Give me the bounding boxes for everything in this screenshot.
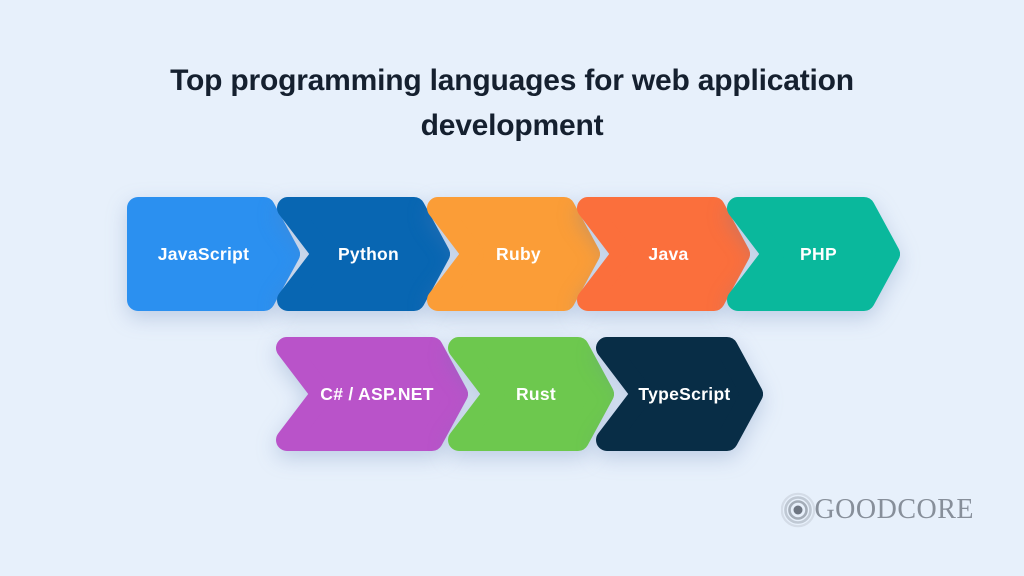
arrow-label: Ruby (496, 244, 541, 264)
arrow-label: Java (648, 244, 688, 264)
arrow-typescript: TypeScript (596, 337, 763, 451)
arrow-java: Java (577, 197, 750, 311)
arrow-csharp-aspnet: C# / ASP.NET (276, 337, 468, 451)
arrow-rust: Rust (448, 337, 614, 451)
goodcore-logo-text: GOODCORE (814, 494, 974, 525)
arrow-javascript: JavaScript (127, 197, 300, 311)
arrow-label: TypeScript (638, 384, 730, 404)
arrow-label: PHP (800, 244, 837, 264)
arrow-shape (596, 337, 763, 451)
page-title-line2: development (420, 109, 604, 142)
arrow-label: Python (338, 244, 399, 264)
arrow-label: JavaScript (158, 244, 250, 264)
arrow-shape (727, 197, 900, 311)
page-title-line1: Top programming languages for web applic… (170, 64, 854, 97)
arrow-ruby: Ruby (427, 197, 600, 311)
arrow-shape (127, 197, 300, 311)
concentric-circles-icon (781, 492, 816, 528)
arrow-shape (427, 197, 600, 311)
goodcore-logo: GOODCORE (781, 492, 974, 528)
arrow-python: Python (277, 197, 450, 311)
arrow-php: PHP (727, 197, 900, 311)
arrow-label: C# / ASP.NET (320, 384, 434, 404)
arrow-shape (276, 337, 468, 451)
arrow-label: Rust (516, 384, 556, 404)
arrow-shape (448, 337, 614, 451)
arrow-shape (577, 197, 750, 311)
page-title: Top programming languages for web applic… (0, 58, 1024, 148)
arrow-shape (277, 197, 450, 311)
